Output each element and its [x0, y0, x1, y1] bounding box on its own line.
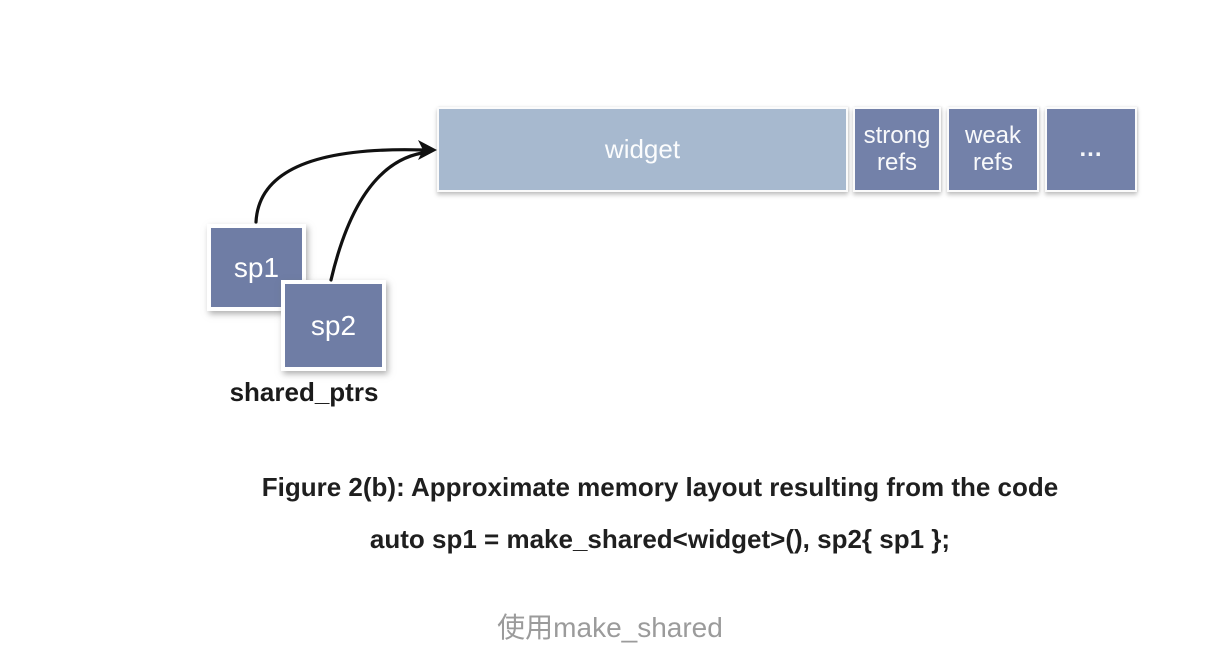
figure-caption: Figure 2(b): Approximate memory layout r…	[100, 471, 1220, 555]
footer-note: 使用make_shared	[497, 612, 723, 643]
figure-caption-line1: Figure 2(b): Approximate memory layout r…	[261, 472, 1059, 502]
sp1-arrow	[254, 148, 426, 224]
shared-ptrs-label: shared_ptrs	[229, 377, 379, 407]
memory-cell-strong-refs: strong refs	[853, 107, 941, 192]
sp2-box: sp2	[281, 280, 386, 371]
sp2-arrow	[329, 151, 424, 282]
memory-cell-widget: widget	[437, 107, 848, 192]
memory-cell-ellipsis: ...	[1045, 107, 1137, 192]
memory-cell-weak-refs: weak refs	[947, 107, 1039, 192]
sp1-box: sp1	[207, 224, 306, 311]
figure-caption-line2: auto sp1 = make_shared<widget>(), sp2{ s…	[369, 524, 951, 554]
arrowhead-icon	[418, 140, 437, 160]
memory-layout-bar: widget strong refs weak refs ...	[437, 107, 1137, 192]
